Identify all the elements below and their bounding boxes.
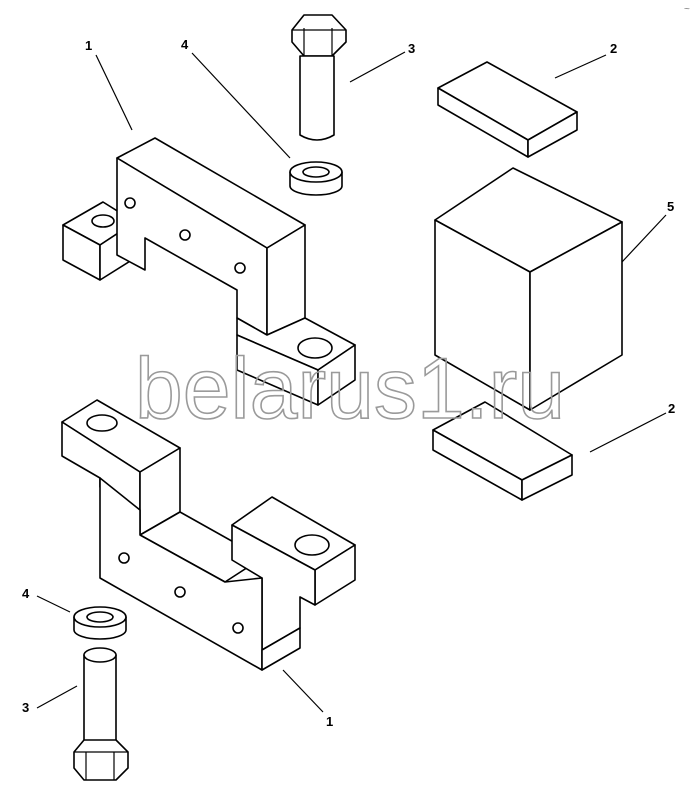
bottom-washer-part-4 [73, 606, 127, 640]
top-bolt-part-3 [291, 14, 347, 141]
callout-4-bottom: 4 [22, 586, 30, 601]
callout-2-bottom: 2 [668, 401, 675, 416]
upper-bracket-left-hole [91, 214, 115, 228]
upper-bracket-right-foot-side [317, 344, 356, 406]
upper-bracket-part-1 [62, 137, 356, 406]
upper-bracket-bolt-hole-2 [179, 229, 191, 241]
callout-5: 5 [667, 199, 674, 214]
lower-bracket-left-hole [86, 414, 118, 432]
top-pad-part-2 [437, 61, 578, 158]
bottom-bolt-hex-head [73, 739, 129, 781]
block-part-5 [434, 167, 623, 411]
lower-bracket-bolt-hole-1 [118, 552, 130, 564]
callout-3-bottom: 3 [22, 700, 29, 715]
upper-bracket-bolt-hole-3 [234, 262, 246, 274]
lower-bracket-right-hole [294, 534, 330, 556]
bottom-pad-part-2 [432, 401, 573, 501]
top-washer-hole [302, 166, 330, 178]
watermark-text: belarus1.ru [135, 341, 565, 437]
bottom-bolt-tip [83, 647, 117, 663]
block-side-face [529, 221, 623, 411]
upper-bracket-right-hole [297, 337, 333, 359]
lower-bracket-front-face [99, 477, 263, 671]
lower-bracket-lower-side [261, 627, 301, 671]
leader-lines [36, 51, 667, 713]
bottom-washer-hole [86, 611, 114, 623]
callout-2-top: 2 [610, 41, 617, 56]
upper-bracket-bolt-hole-1 [124, 197, 136, 209]
bottom-pad-side [521, 454, 573, 501]
top-bolt-shank [299, 55, 335, 141]
callout-3-top: 3 [408, 41, 415, 56]
bottom-bolt-shank [83, 648, 117, 746]
corner-mark: ~ [684, 4, 690, 15]
lower-bracket-part-1 [61, 399, 356, 671]
callout-1-bottom: 1 [326, 714, 333, 729]
lower-bracket-bolt-hole-2 [174, 586, 186, 598]
callout-1-top: 1 [85, 38, 92, 53]
top-washer-part-4 [289, 161, 343, 196]
callout-4-top: 4 [181, 37, 189, 52]
top-bolt-hex-head [291, 14, 347, 57]
top-pad-side [527, 111, 578, 158]
bottom-bolt-part-3 [73, 647, 129, 781]
lower-bracket-bolt-hole-3 [232, 622, 244, 634]
